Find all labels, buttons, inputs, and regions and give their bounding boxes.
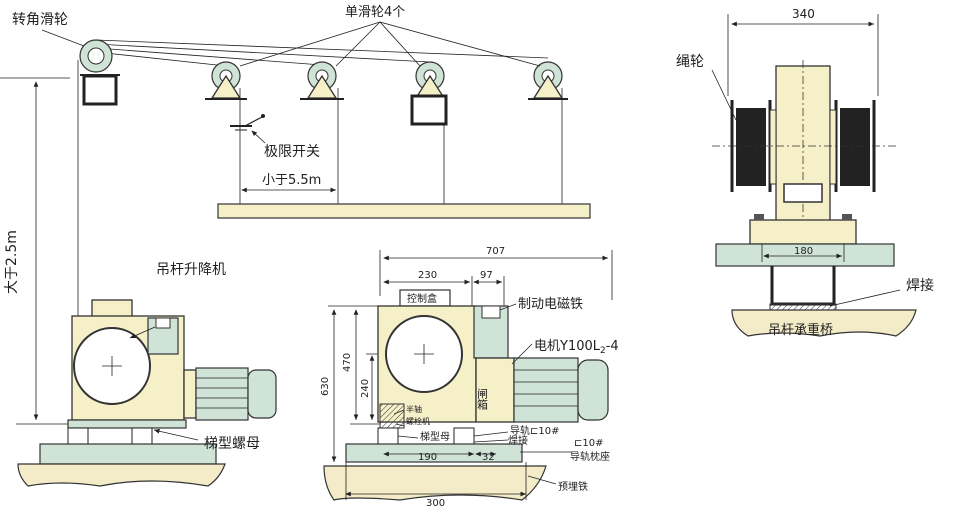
label-trapezoid-nut-mid: 梯型母 bbox=[420, 430, 450, 443]
label-rail-seat: 导轨枕座 bbox=[570, 450, 610, 463]
label-lift-machine: 吊杆升降机 bbox=[156, 262, 226, 278]
single-pulley-2 bbox=[300, 61, 344, 100]
label-height: 大于2.5m bbox=[4, 230, 20, 294]
label-control-box: 控制盒 bbox=[407, 292, 437, 305]
label-weld-right: 焊接 bbox=[906, 277, 934, 294]
label-half-axis: 半轴 bbox=[406, 404, 422, 414]
label-trapezoid-nut-left: 梯型螺母 bbox=[204, 436, 260, 452]
single-pulley-4 bbox=[528, 61, 568, 100]
label-embedded-iron: 预埋铁 bbox=[558, 480, 588, 493]
dim-630: 630 bbox=[320, 377, 331, 396]
label-single-pulleys: 单滑轮4个 bbox=[345, 5, 405, 20]
middle-view bbox=[323, 250, 613, 501]
label-motor: 电机Y100L2-4 bbox=[534, 339, 619, 356]
dim-340: 340 bbox=[792, 7, 815, 21]
lift-machine bbox=[17, 299, 277, 487]
dim-300: 300 bbox=[426, 498, 445, 508]
left-view bbox=[0, 21, 591, 487]
label-limit-switch: 极限开关 bbox=[264, 144, 320, 160]
dim-180: 180 bbox=[794, 246, 813, 257]
label-bridge: 吊杆承重桥 bbox=[768, 322, 833, 338]
dim-707: 707 bbox=[486, 246, 505, 257]
dim-97: 97 bbox=[480, 270, 493, 281]
single-pulley-1 bbox=[205, 61, 247, 100]
rope-wheel-left bbox=[730, 100, 777, 192]
dim-240: 240 bbox=[360, 379, 371, 398]
label-rope-wheel: 绳轮 bbox=[676, 54, 704, 70]
dim-190: 190 bbox=[418, 452, 437, 463]
label-gearbox: 闸箱 bbox=[476, 388, 489, 411]
label-guide-rail-2: ⊏10# bbox=[574, 438, 603, 449]
label-brake-magnet: 制动电磁铁 bbox=[518, 297, 583, 312]
label-bolt-machine: 螺栓机 bbox=[406, 416, 430, 426]
label-guide-rail-1: 导轨⊏10# bbox=[510, 424, 559, 437]
label-corner-pulley: 转角滑轮 bbox=[12, 11, 68, 28]
limit-switch bbox=[230, 114, 266, 144]
label-spacing: 小于5.5m bbox=[262, 173, 321, 188]
dim-32: 32 bbox=[482, 452, 495, 463]
dim-470: 470 bbox=[342, 353, 353, 372]
label-weld-mid: 焊接 bbox=[508, 434, 528, 447]
single-pulley-3 bbox=[410, 61, 448, 126]
corner-pulley bbox=[79, 39, 120, 106]
dim-230: 230 bbox=[418, 270, 437, 281]
batten-bar bbox=[217, 203, 591, 219]
right-view bbox=[711, 14, 917, 337]
